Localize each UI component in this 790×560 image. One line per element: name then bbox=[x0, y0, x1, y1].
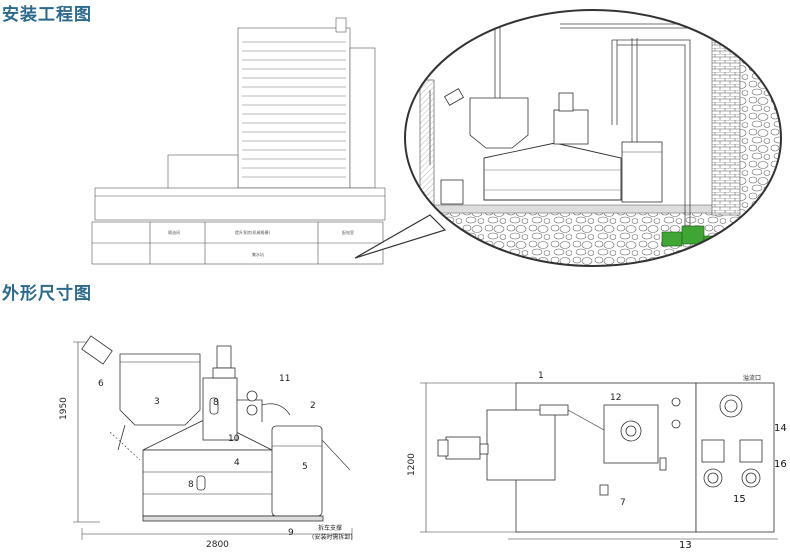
zoom-detail bbox=[405, 10, 781, 266]
pump-green bbox=[661, 231, 683, 247]
callout-9: 9 bbox=[288, 528, 294, 538]
callout-14: 14 bbox=[774, 423, 787, 434]
tower-block bbox=[237, 27, 351, 189]
callout-10: 10 bbox=[228, 434, 240, 444]
callout-12: 12 bbox=[610, 393, 621, 403]
dimensions-heading: 外形尺寸图 bbox=[2, 284, 92, 304]
callout-13: 13 bbox=[679, 540, 692, 551]
callout-11: 11 bbox=[279, 374, 290, 384]
callout-15: 15 bbox=[733, 494, 746, 505]
depth-dim-label: 1200 bbox=[407, 453, 417, 476]
room-label-grease: 隔油间 bbox=[168, 229, 180, 235]
width-dim-label: 2800 bbox=[206, 540, 229, 550]
callout-5: 5 bbox=[302, 462, 308, 472]
note-line-1: 拆车支撑 bbox=[318, 524, 342, 532]
side-view-drawing bbox=[73, 335, 353, 540]
room-label-pump: 提升泵房(机械格栅) bbox=[235, 229, 271, 235]
top-view-drawing bbox=[420, 382, 778, 540]
building-elevation bbox=[91, 17, 386, 265]
callout-tail bbox=[354, 214, 447, 259]
callout-8-upper: 8 bbox=[213, 398, 219, 408]
installation-heading: 安装工程图 bbox=[2, 5, 92, 25]
callout-2: 2 bbox=[310, 401, 316, 411]
callout-6: 6 bbox=[98, 379, 104, 389]
overflow-label: 溢流口 bbox=[743, 374, 761, 382]
callout-8-lower: 8 bbox=[188, 480, 194, 490]
room-label-power: 配电室 bbox=[342, 229, 354, 235]
callout-1: 1 bbox=[538, 371, 544, 381]
callout-4: 4 bbox=[234, 458, 240, 468]
callout-7: 7 bbox=[620, 498, 626, 508]
callout-16: 16 bbox=[774, 459, 787, 470]
height-dim-label: 1950 bbox=[59, 397, 69, 420]
note-line-2: (安装时需拆卸) bbox=[312, 533, 353, 541]
zoom-circle-border bbox=[404, 9, 782, 267]
room-label-sump: 集水坑 bbox=[252, 251, 264, 257]
callout-3: 3 bbox=[154, 397, 160, 407]
